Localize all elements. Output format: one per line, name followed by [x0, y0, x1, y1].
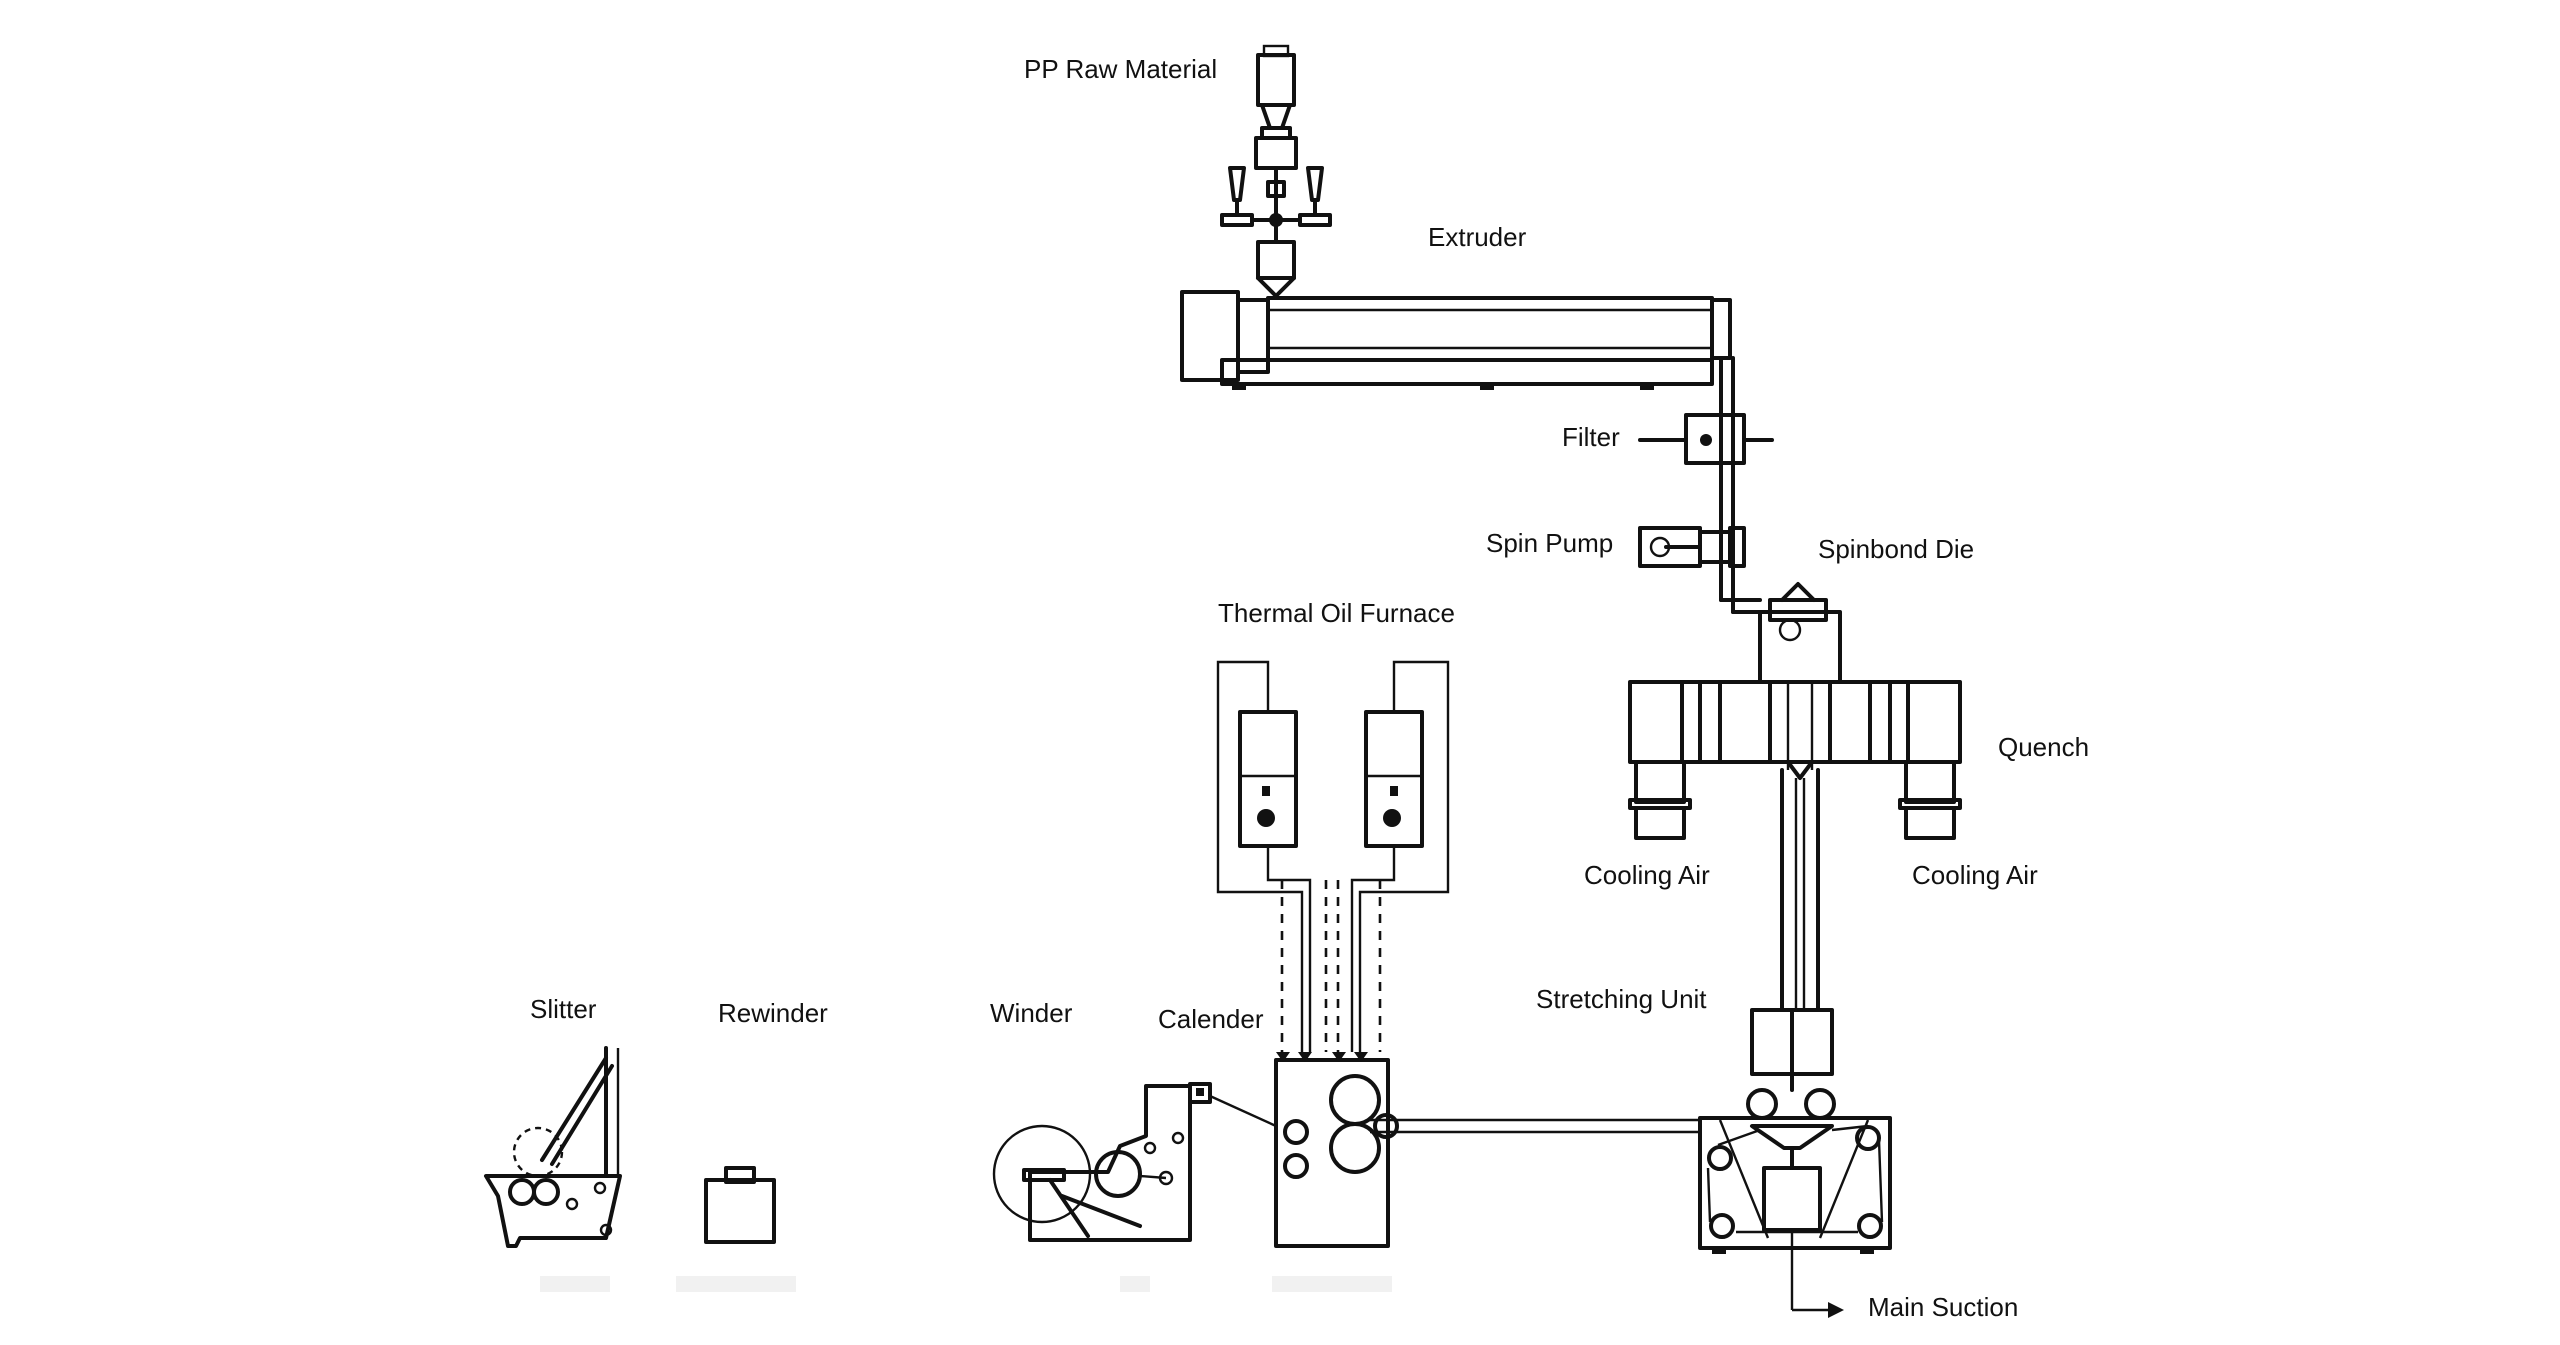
forming-section: [1698, 1116, 1892, 1318]
spinbond-die: [1758, 582, 1842, 684]
label-extruder: Extruder: [1428, 222, 1527, 252]
label-quench: Quench: [1998, 732, 2089, 762]
label-stretching-unit: Stretching Unit: [1536, 984, 1707, 1014]
label-main-suction: Main Suction: [1868, 1292, 2018, 1322]
filament-channel: [1780, 768, 1820, 1012]
ghost-sublabels: [540, 1276, 1392, 1292]
label-spin-pump: Spin Pump: [1486, 528, 1613, 558]
winder: [992, 1082, 1277, 1242]
hopper: [1220, 44, 1332, 298]
rewinder: [704, 1166, 776, 1244]
label-slitter: Slitter: [530, 994, 597, 1024]
calender: [1274, 1052, 1399, 1248]
web-path: [1370, 1118, 1700, 1134]
slitter: [484, 1046, 622, 1248]
filter: [1638, 413, 1774, 465]
label-raw-material: PP Raw Material: [1024, 54, 1217, 84]
label-cooling-air-right: Cooling Air: [1912, 860, 2038, 890]
label-winder: Winder: [990, 998, 1073, 1028]
label-thermal-oil-furnace: Thermal Oil Furnace: [1218, 598, 1455, 628]
extruder: [1180, 290, 1732, 390]
quench: [1628, 680, 1962, 840]
label-rewinder: Rewinder: [718, 998, 828, 1028]
melt-pipe: [1719, 356, 1762, 614]
label-calender: Calender: [1158, 1004, 1264, 1034]
label-filter: Filter: [1562, 422, 1620, 452]
spin-pump: [1638, 526, 1746, 568]
stretching-unit: [1746, 1008, 1836, 1120]
thermal-oil-furnace: [1216, 660, 1450, 1052]
label-cooling-air-left: Cooling Air: [1584, 860, 1710, 890]
label-spinbond-die: Spinbond Die: [1818, 534, 1974, 564]
